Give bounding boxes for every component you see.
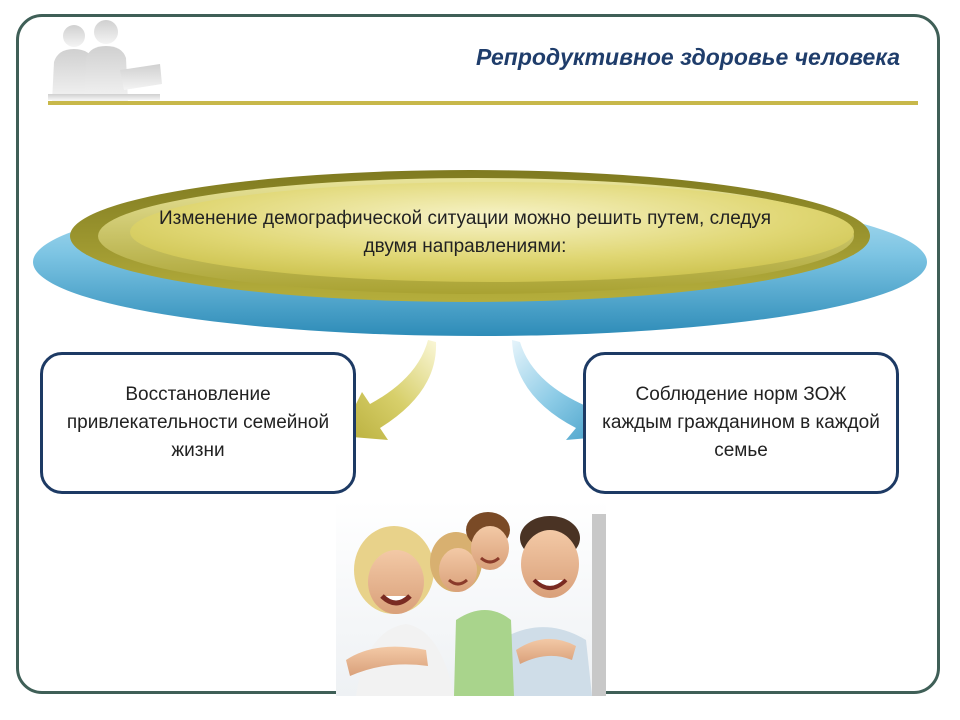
family-photo — [336, 500, 606, 696]
direction-text-family: Восстановление привлекательности семейно… — [66, 384, 330, 461]
slide-title: Репродуктивное здоровье человека — [475, 44, 900, 70]
left-arrow-icon — [340, 340, 437, 440]
direction-text-healthy-lifestyle: Соблюдение норм ЗОЖ каждым гражданином в… — [602, 384, 880, 461]
direction-box-family: Восстановление привлекательности семейно… — [40, 352, 356, 494]
title-underline — [48, 101, 918, 105]
direction-box-healthy-lifestyle: Соблюдение норм ЗОЖ каждым гражданином в… — [583, 352, 899, 494]
inner-ellipse — [130, 182, 854, 282]
business-people-logo-icon — [48, 20, 162, 102]
ellipse-text: Изменение демографической ситуации можно… — [158, 208, 772, 257]
